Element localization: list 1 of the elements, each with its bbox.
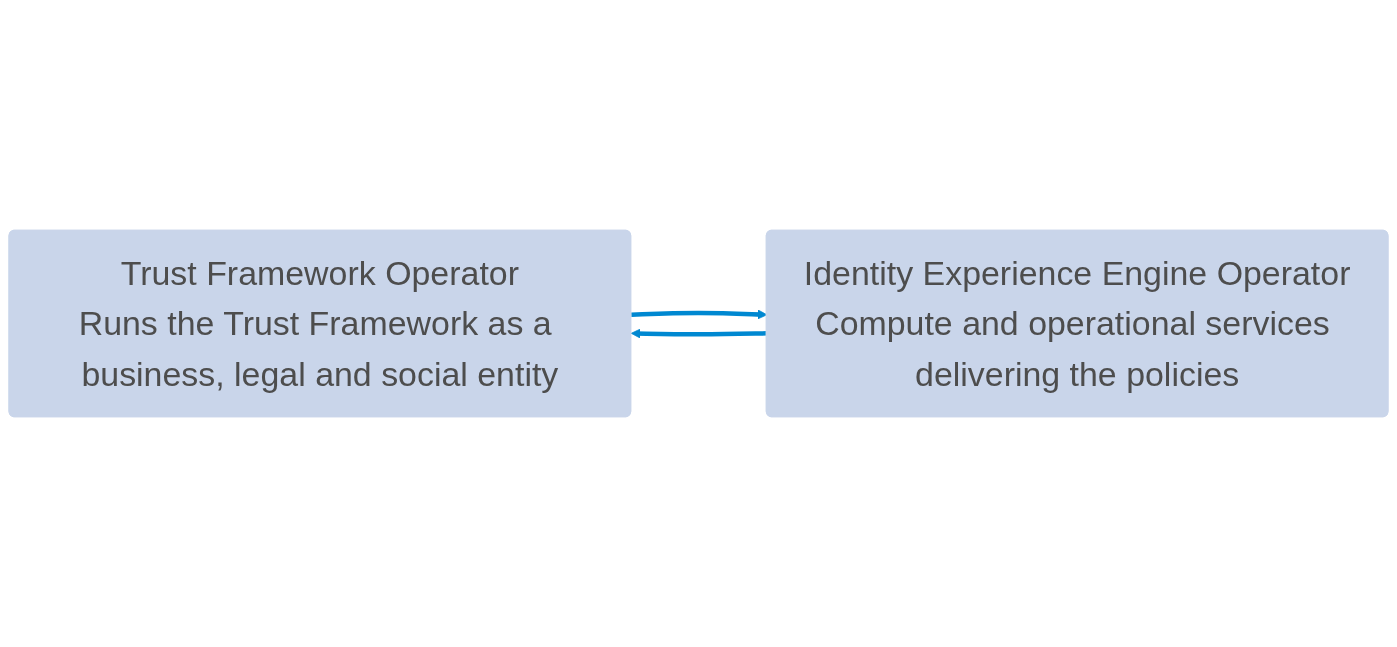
arrow [630,328,767,339]
